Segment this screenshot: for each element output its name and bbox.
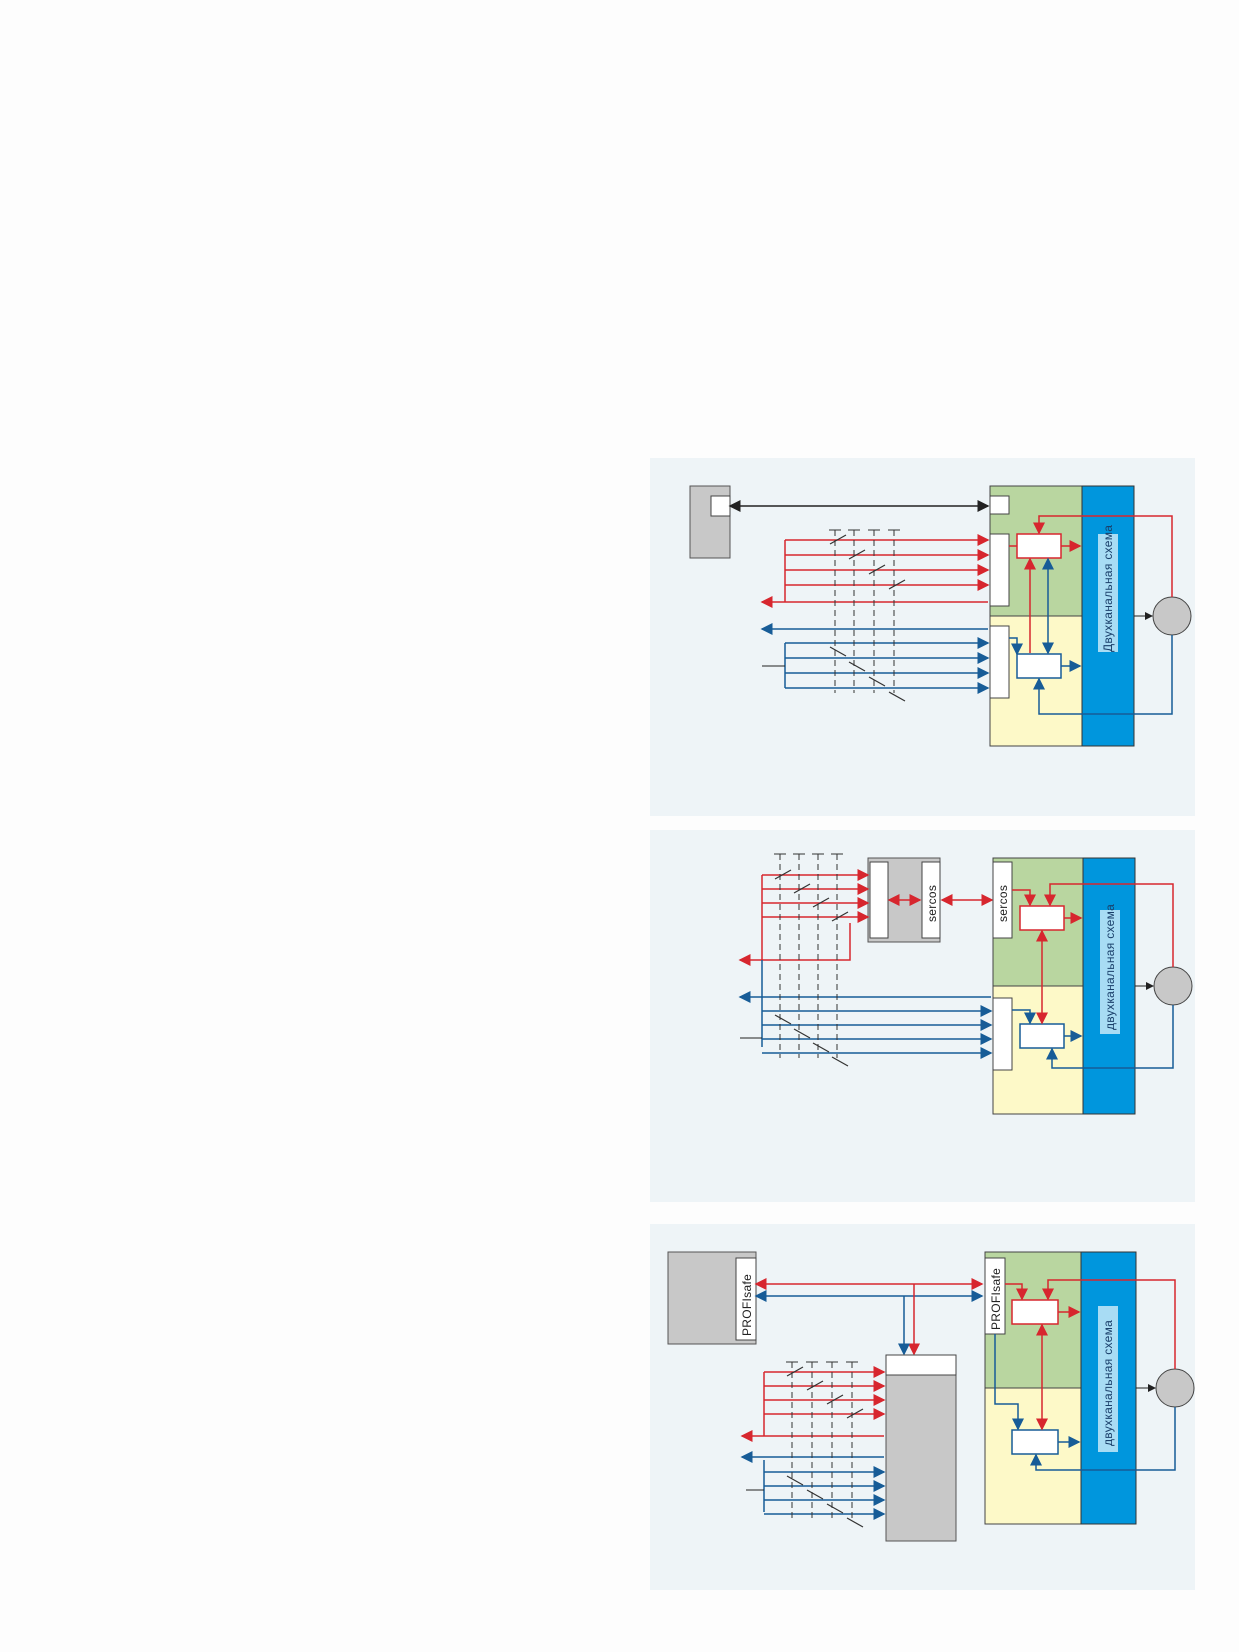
drive-port [989,495,1010,515]
io-module-header [885,1354,957,1376]
motor [1152,596,1192,636]
safety-logic-blue [1011,1429,1059,1455]
channel-label: двухканальная схема [1101,1320,1115,1446]
blue-feedback [1046,1005,1174,1069]
safety-logic-blue [1016,653,1062,679]
controller-bus-label: sercos [925,885,939,922]
blue-feedback [1033,635,1173,715]
switch-contacts [774,869,849,1067]
channel-label: двухканальная схема [1103,904,1117,1030]
blue-input-link [1012,1009,1036,1025]
blue-input-lines [740,1451,886,1520]
diagram-panel-2: sercos двухканальная схема sercos [650,830,1195,1202]
red-input-lines [740,1366,886,1442]
dashed-switch-actuators [834,530,895,693]
switch-contacts [829,534,906,702]
safety-logic-blue [1019,1023,1065,1049]
switch-contacts [786,1366,864,1528]
input-module-blue [989,625,1010,699]
yellow-zone [984,1387,1082,1525]
input-module-blue [992,997,1013,1071]
diagram-svg-1: Двухканальная схема [689,485,1192,747]
red-input-link [1012,889,1036,907]
dashed-switch-actuators [791,1362,853,1520]
input-module-red [989,533,1010,607]
controller-bus-label: PROFIsafe [740,1274,754,1336]
diagram-svg-2: sercos двухканальная схема sercos [738,853,1193,1115]
dashed-switch-actuators [779,854,838,1058]
diagram-panel-3: PROFIsafe двухканальная схема PROFIsafe [650,1224,1195,1590]
drive-bus-label: PROFIsafe [989,1268,1003,1330]
channel-label: Двухканальная схема [1101,525,1115,652]
diagram-panel-1: Двухканальная схема [650,458,1195,816]
channel-label-box [1098,1306,1118,1452]
blue-feedback [1030,1407,1176,1471]
red-input-link [1005,1283,1028,1301]
blue-input-link [1009,637,1023,656]
safety-logic-red [1011,1299,1059,1325]
blue-input-lines [738,960,993,1059]
controller-sercos-port [921,861,941,939]
safety-logic-red [1019,905,1065,931]
motor [1155,1368,1195,1408]
controller-input-module [869,861,889,939]
red-feedback [1042,1279,1176,1369]
safety-logic-red [1016,533,1062,559]
channel-label-box [1098,534,1118,652]
blue-input-link [994,1334,1024,1431]
drive-bus-label: sercos [996,885,1010,922]
io-module [885,1354,957,1542]
diagram-svg-3: PROFIsafe двухканальная схема PROFIsafe [667,1251,1195,1542]
red-feedback [1033,515,1173,597]
blue-input-lines [760,623,990,694]
motor [1153,966,1193,1006]
red-input-lines [760,534,990,608]
controller-port [710,495,731,517]
channel-label-box [1100,910,1120,1034]
red-feedback [1044,883,1174,967]
drive-sercos-port [992,861,1013,939]
